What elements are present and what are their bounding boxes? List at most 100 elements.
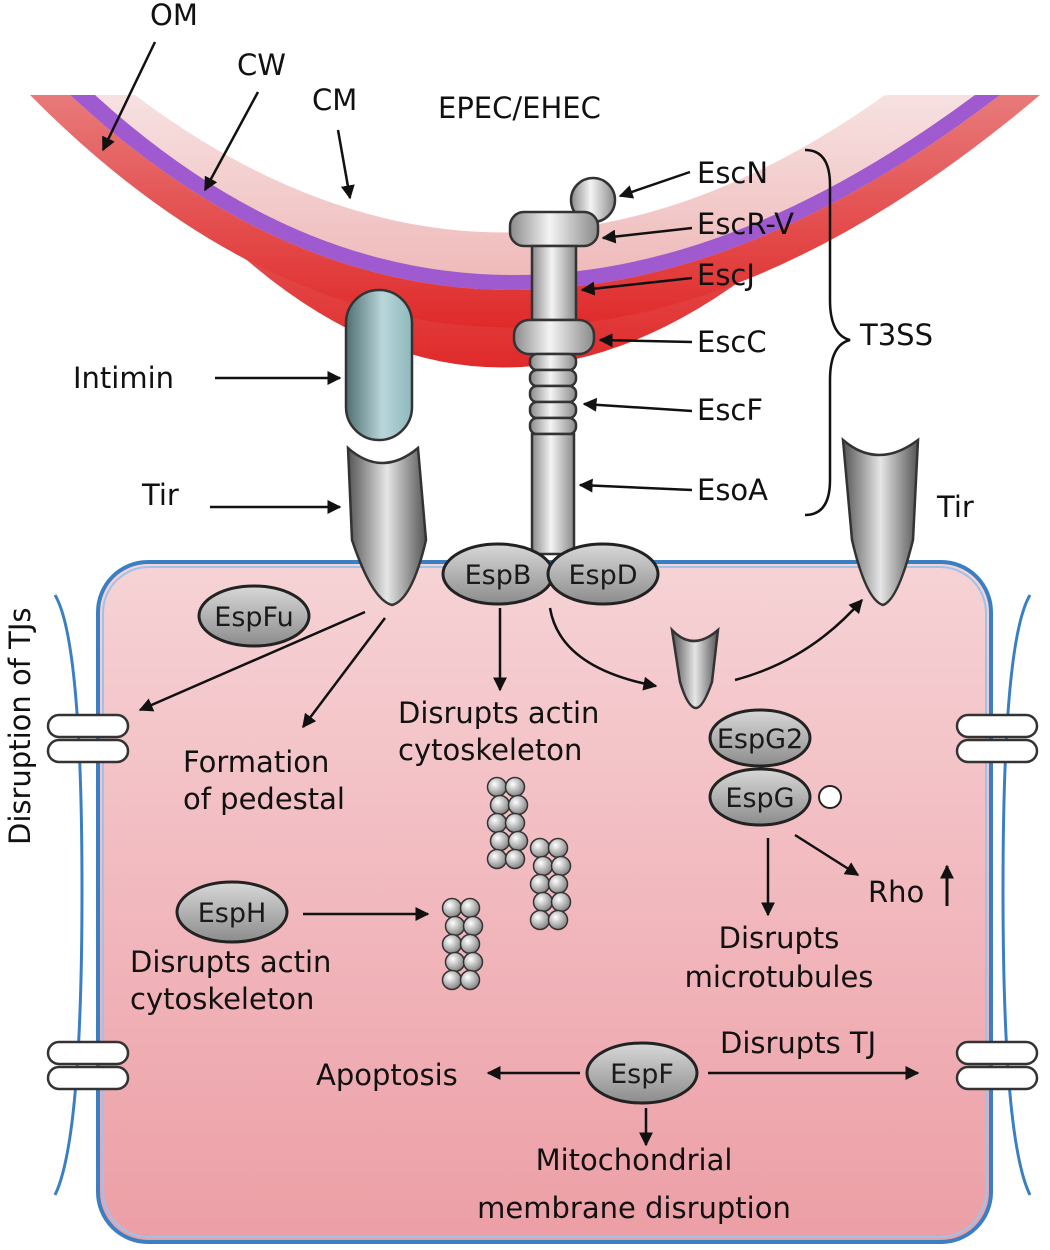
cm-label: CM bbox=[312, 83, 357, 117]
tir-left-label: Tir bbox=[141, 478, 179, 512]
actin-bead bbox=[441, 933, 463, 955]
right-neighbour-membrane bbox=[1001, 594, 1032, 1196]
escf-label: EscF bbox=[697, 393, 763, 427]
microtubules-line1: Disrupts bbox=[719, 921, 840, 955]
espfu-label: EspFu bbox=[214, 602, 293, 633]
rho-label: Rho bbox=[868, 875, 924, 909]
pedestal-line2: of pedestal bbox=[183, 782, 345, 816]
actin-bead bbox=[486, 776, 508, 798]
actin2-line2: cytoskeleton bbox=[130, 982, 314, 1016]
actin-bead bbox=[504, 776, 526, 798]
actin-bead bbox=[441, 969, 463, 991]
disrupts-tj-label: Disrupts TJ bbox=[720, 1026, 876, 1060]
actin-bead bbox=[547, 837, 569, 859]
actin-filaments bbox=[441, 776, 572, 991]
escf-segment-1 bbox=[528, 352, 578, 372]
disruption-of-tjs-label: Disruption of TJs bbox=[3, 607, 37, 845]
escf-segment-5 bbox=[528, 416, 578, 436]
left-neighbour-membrane bbox=[53, 594, 84, 1196]
actin-bead bbox=[532, 855, 554, 877]
actin-bead bbox=[507, 830, 529, 852]
actin-bead bbox=[507, 794, 529, 816]
espfu-oval bbox=[197, 584, 311, 648]
tight-junction-left-upper-b bbox=[46, 738, 130, 764]
escf-segment-4 bbox=[528, 400, 578, 420]
actin-bead bbox=[462, 915, 484, 937]
t3ss-labels: EscN EscR-V EscJ EscC EscF EsoA T3SS bbox=[578, 148, 933, 517]
membrane-labels: OM CW CM EPEC/EHEC bbox=[101, 0, 601, 200]
arrow-tir-to-tj bbox=[138, 610, 366, 712]
actin-bead bbox=[550, 891, 572, 913]
espg2-oval bbox=[708, 708, 812, 768]
tight-junction-right-upper-b bbox=[955, 738, 1039, 764]
tight-junction-left-lower-a bbox=[46, 1040, 130, 1066]
tight-junction-left-lower-b bbox=[46, 1065, 130, 1091]
espd-oval bbox=[546, 542, 660, 606]
actin-bead bbox=[444, 915, 466, 937]
espg2-label: EspG2 bbox=[717, 724, 803, 755]
cw-label: CW bbox=[237, 48, 286, 82]
actin-bead bbox=[459, 897, 481, 919]
actin-bead bbox=[532, 891, 554, 913]
espg-label: EspG bbox=[725, 783, 794, 814]
adhesion-proteins bbox=[344, 288, 920, 710]
cell-wall-band bbox=[70, 95, 1000, 290]
outcome-labels: Formation of pedestal Disrupts actin cyt… bbox=[130, 696, 924, 1225]
arrow-tir-to-pedestal bbox=[302, 617, 386, 729]
tir-right-shape bbox=[841, 437, 920, 607]
actin-bead bbox=[529, 873, 551, 895]
actin1-line1: Disrupts actin bbox=[398, 696, 599, 730]
arrow-espg-to-rho bbox=[794, 833, 860, 877]
om-label: OM bbox=[150, 0, 198, 32]
t3ss-apparatus bbox=[508, 176, 617, 556]
intimin-shape bbox=[344, 288, 414, 442]
espd-label: EspD bbox=[568, 560, 637, 591]
esoa-filament bbox=[530, 432, 576, 556]
escc-label: EscC bbox=[697, 325, 767, 359]
actin2-line1: Disrupts actin bbox=[130, 945, 331, 979]
actin-chain-a bbox=[486, 776, 529, 870]
actin-bead bbox=[489, 794, 511, 816]
espg-knob bbox=[818, 785, 842, 809]
mito-line2: membrane disruption bbox=[477, 1191, 791, 1225]
escn-label: EscN bbox=[697, 156, 768, 190]
tight-junction-left-upper-a bbox=[46, 713, 130, 739]
flow-arrows bbox=[138, 598, 954, 1147]
t3ss-bracket bbox=[804, 148, 851, 517]
actin-chain-b bbox=[529, 837, 572, 931]
actin-bead bbox=[459, 969, 481, 991]
intimin-label: Intimin bbox=[73, 361, 174, 395]
escc-ring bbox=[512, 318, 596, 356]
actin-bead bbox=[462, 951, 484, 973]
tight-junction-right-lower-b bbox=[955, 1065, 1039, 1091]
t3ss-label: T3SS bbox=[859, 318, 933, 352]
escrv-ring bbox=[508, 210, 600, 248]
actin-bead bbox=[529, 909, 551, 931]
escf-segment-2 bbox=[528, 368, 578, 388]
arrow-tir-to-membrane bbox=[734, 598, 863, 682]
actin-chain-c bbox=[441, 897, 484, 991]
tight-junctions bbox=[46, 713, 1039, 1091]
organism-label: EPEC/EHEC bbox=[438, 91, 601, 125]
actin-bead bbox=[444, 951, 466, 973]
espg-oval bbox=[708, 767, 812, 827]
actin-bead bbox=[550, 855, 572, 877]
tir-right-label: Tir bbox=[936, 490, 974, 524]
espf-label: EspF bbox=[610, 1059, 674, 1090]
mito-line1: Mitochondrial bbox=[536, 1143, 733, 1177]
escj-rod bbox=[530, 244, 578, 322]
esoa-label: EsoA bbox=[697, 473, 768, 507]
pedestal-line1: Formation bbox=[183, 745, 329, 779]
actin1-line2: cytoskeleton bbox=[398, 733, 582, 767]
apoptosis-label: Apoptosis bbox=[316, 1058, 458, 1092]
espb-label: EspB bbox=[465, 560, 532, 591]
escf-segment-3 bbox=[528, 384, 578, 404]
tir-left-shape bbox=[346, 445, 428, 607]
actin-bead bbox=[489, 830, 511, 852]
actin-bead bbox=[486, 812, 508, 834]
actin-bead bbox=[547, 873, 569, 895]
escrv-label: EscR-V bbox=[697, 207, 794, 241]
tir-intermediate-shape bbox=[670, 626, 720, 710]
espf-oval bbox=[585, 1041, 699, 1105]
actin-bead bbox=[504, 812, 526, 834]
